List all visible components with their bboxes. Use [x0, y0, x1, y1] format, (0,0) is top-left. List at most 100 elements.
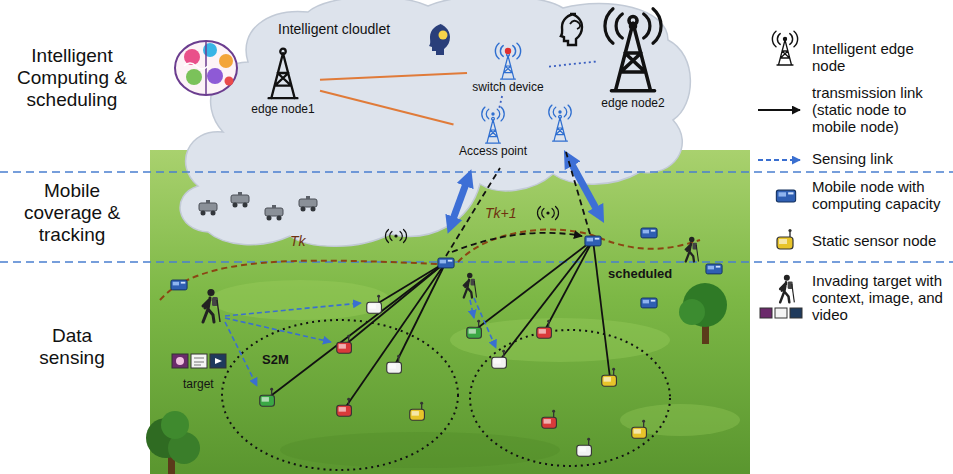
device-label: edge node1	[246, 102, 320, 116]
circle-part	[203, 43, 217, 57]
rect-part	[168, 450, 175, 474]
grass-patch	[620, 404, 740, 436]
grass-ground	[150, 150, 750, 474]
tree	[146, 411, 200, 474]
line-part	[345, 262, 446, 345]
label-holder: Mobile coverage & tracking	[14, 180, 130, 246]
mobile-node	[706, 264, 722, 274]
layer-label: Mobile coverage & tracking	[14, 180, 130, 246]
legend-sample-waves	[772, 31, 797, 47]
access-point-tower	[553, 115, 568, 141]
thinking-head-icon	[429, 24, 450, 55]
rect-part	[210, 354, 226, 368]
trajectory	[160, 261, 438, 300]
circle-part	[161, 411, 189, 439]
path-part	[570, 21, 580, 29]
circle-part	[439, 31, 448, 40]
uplink-dashed	[566, 152, 590, 234]
label-holder: Tk	[290, 233, 306, 250]
sensor-node	[260, 388, 275, 406]
annotation-label: scheduled	[608, 266, 672, 281]
mobile-robot	[299, 196, 317, 212]
circle-part	[186, 69, 202, 85]
band-separator	[0, 261, 953, 263]
region-title: Intelligent cloudlet	[278, 21, 390, 37]
rect-part	[790, 308, 802, 318]
annotation-label: S2M	[262, 352, 289, 367]
circle-part	[176, 357, 184, 365]
network-link	[320, 91, 454, 125]
line-part	[225, 322, 257, 386]
sensor-node	[602, 368, 617, 386]
label-holder: target	[183, 377, 214, 391]
circle-part	[679, 299, 705, 325]
tree	[679, 283, 727, 344]
legend-entry: Intelligent edge node	[812, 40, 944, 74]
edge-node-tower	[611, 17, 654, 91]
network-device-node: edge node2	[596, 3, 670, 112]
legend-text: transmission link (static node to mobile…	[812, 84, 944, 135]
line-part	[225, 303, 361, 316]
circle-part	[146, 418, 186, 458]
sensor-node	[632, 420, 647, 438]
sensor-node	[367, 295, 382, 313]
edge-node-tower	[269, 49, 298, 98]
label-holder: scheduled	[608, 266, 672, 281]
rect-part	[191, 354, 207, 368]
path-part	[205, 42, 207, 94]
network-device-node: switch device	[467, 46, 549, 96]
signal-waves	[482, 107, 504, 121]
line-part	[345, 262, 446, 408]
brain-icon	[175, 41, 237, 95]
grass-patch	[450, 318, 670, 362]
sensor-node	[387, 355, 402, 373]
signal-waves	[385, 230, 406, 243]
legend-sample-sensor	[777, 229, 793, 249]
legend-sample-tower	[777, 38, 793, 66]
signal-waves	[605, 9, 661, 44]
legend-entry: Invading target with context, image, and…	[812, 272, 944, 323]
mobile-node	[438, 258, 454, 268]
label-holder: Tk+1	[485, 205, 517, 222]
mobile-robot	[199, 200, 217, 216]
ellipse-part	[175, 41, 237, 95]
target-person	[464, 273, 477, 298]
line-part	[474, 298, 496, 348]
switch-light	[505, 48, 511, 54]
target-person	[203, 289, 220, 322]
annotation-label: Tk	[290, 233, 306, 250]
label-holder: S2M	[262, 352, 289, 367]
annotation-label: target	[183, 377, 214, 391]
transmission-links	[268, 240, 610, 408]
network-device-node: edge node1	[246, 45, 320, 118]
cloud-shape	[180, 0, 690, 246]
line-part	[470, 300, 474, 318]
legend-text: Intelligent edge node	[812, 40, 944, 74]
schedule-arrow	[452, 233, 582, 252]
sensor-node	[337, 398, 352, 416]
legend-text: Invading target with context, image, and…	[812, 272, 944, 323]
mobile-robot	[231, 192, 249, 208]
line-part	[375, 262, 446, 305]
band-separator	[0, 171, 953, 173]
legend-entry: Mobile node with computing capacity	[812, 178, 944, 212]
line-part	[475, 240, 593, 330]
layer-label: Intelligent Computing & scheduling	[12, 45, 132, 111]
access-point-tower	[486, 117, 501, 143]
legend-entry: transmission link (static node to mobile…	[812, 84, 944, 135]
mobile-node	[641, 228, 657, 238]
sensor-node	[577, 438, 592, 456]
circle-part	[207, 68, 223, 84]
network-device-node: Access point	[454, 109, 533, 160]
sensor-node	[537, 320, 552, 338]
legend-text: Mobile node with computing capacity	[812, 178, 944, 212]
device-label: Access point	[454, 144, 533, 158]
legend-entry: Sensing link	[812, 150, 944, 167]
mobile-node	[585, 236, 601, 246]
device-label: switch device	[467, 80, 549, 94]
switch-tower	[501, 53, 516, 79]
rect-part	[775, 308, 787, 318]
grass-patch	[280, 432, 560, 468]
sensing-area	[470, 330, 670, 466]
